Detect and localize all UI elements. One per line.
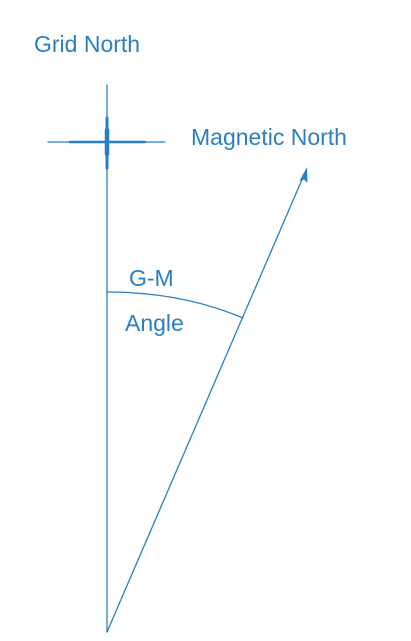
- magnetic-north-line: [106, 174, 305, 633]
- arrowhead-icon: [299, 167, 308, 183]
- gm-angle-label-line1: G-M: [129, 265, 174, 291]
- gm-angle-label-line2: Angle: [125, 310, 184, 336]
- grid-north-label: Grid North: [34, 31, 141, 57]
- magnetic-north-label: Magnetic North: [191, 124, 347, 150]
- gm-angle-arc: [106, 291, 244, 319]
- crosshair-star-icon: [47, 116, 166, 170]
